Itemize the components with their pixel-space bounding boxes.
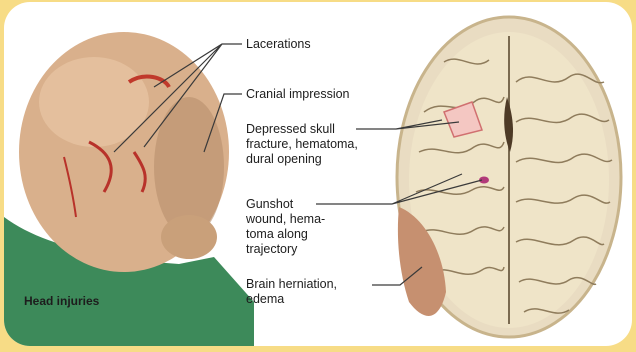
lacerations-label: Lacerations: [246, 37, 311, 52]
gunshot-label: Gunshot wound, hema- toma along trajecto…: [246, 197, 325, 257]
cranial-impression-label: Cranial impression: [246, 87, 350, 102]
brain-cross-section: [397, 17, 621, 337]
figure-card: Lacerations Cranial impression Depressed…: [4, 2, 632, 346]
herniation-label: Brain herniation, edema: [246, 277, 337, 307]
depressed-fracture-label: Depressed skull fracture, hematoma, dura…: [246, 122, 358, 167]
ear: [161, 215, 217, 259]
figure-caption: Head injuries: [24, 294, 99, 308]
